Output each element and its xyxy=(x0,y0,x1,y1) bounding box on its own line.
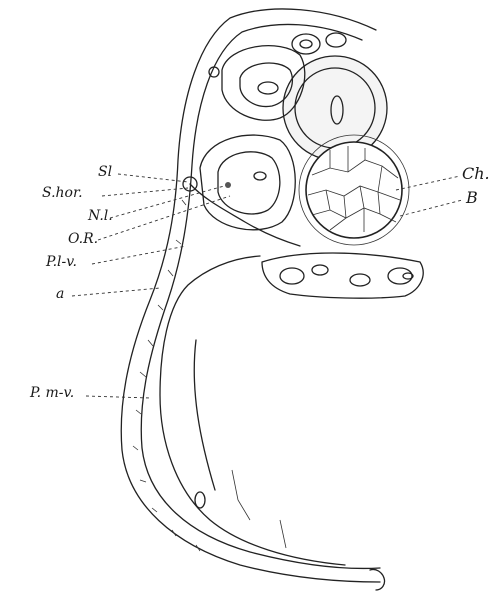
notochord xyxy=(306,142,402,238)
label-shor: S.hor. xyxy=(42,186,83,200)
label-pmv: P. m-v. xyxy=(30,386,74,400)
ventral-end xyxy=(370,569,385,590)
label-ch: Ch. xyxy=(462,166,490,182)
internal-septum xyxy=(190,184,300,246)
myotome-upper xyxy=(222,46,305,121)
label-a: a xyxy=(56,287,64,301)
ventral-septum xyxy=(194,340,215,490)
label-leaders xyxy=(72,174,462,398)
body-cavity-lining xyxy=(160,256,345,565)
ventral-vessels xyxy=(262,253,423,298)
vessel-trace xyxy=(232,470,286,548)
neural-tube xyxy=(283,56,387,160)
label-b: B xyxy=(466,190,478,206)
label-sl: Sl xyxy=(98,165,112,179)
small-vessel xyxy=(195,492,205,508)
label-nl: N.l. xyxy=(88,209,113,223)
label-or: O.R. xyxy=(68,232,98,246)
dorsal-structures xyxy=(292,33,346,54)
myotome-lower xyxy=(200,135,295,230)
label-plv: P.l-v. xyxy=(46,255,77,269)
nerve-dot xyxy=(225,182,231,188)
